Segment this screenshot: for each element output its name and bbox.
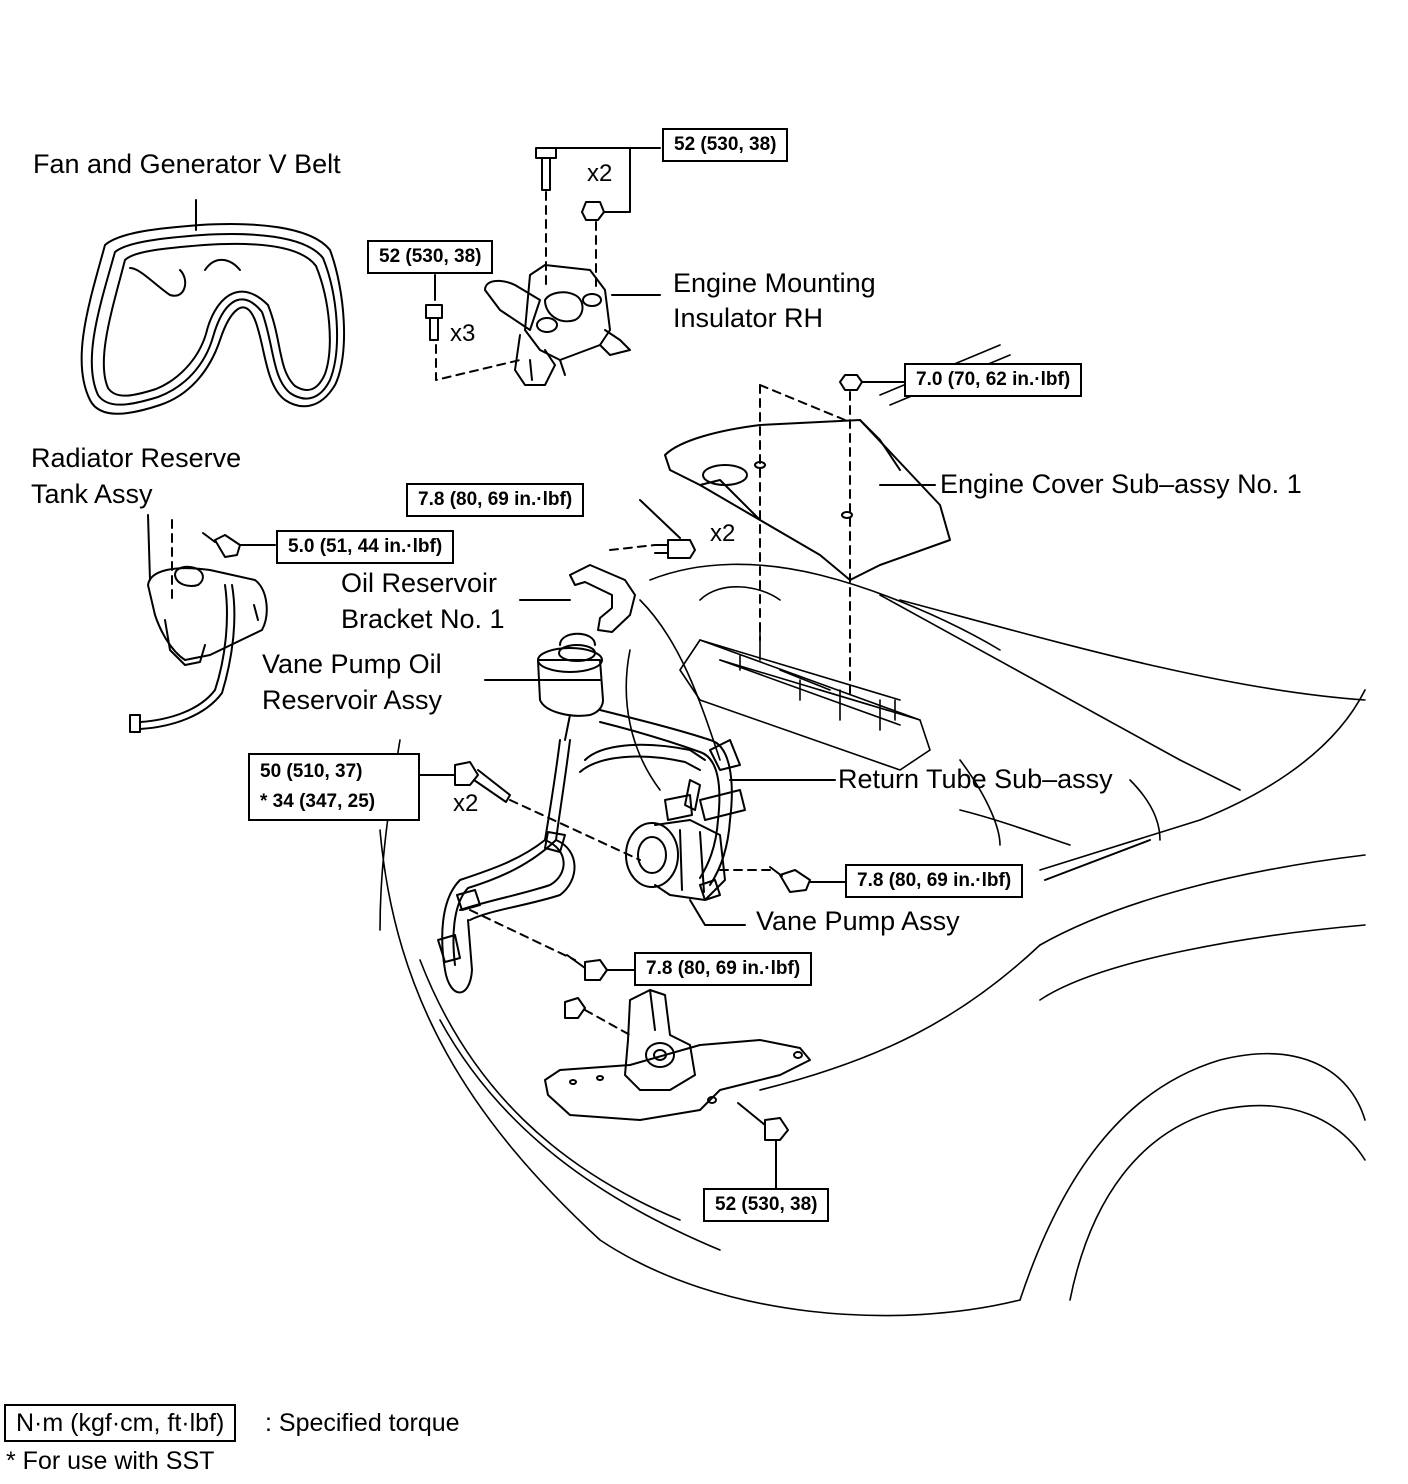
radiator-tank-label-2: Tank Assy bbox=[31, 479, 153, 509]
engine-mounting-insulator bbox=[484, 264, 631, 386]
v-belt bbox=[80, 199, 346, 415]
torque-tank-bolt: 5.0 (51, 44 in.·lbf) bbox=[276, 530, 455, 564]
torque-mount-top: 52 (530, 38) bbox=[662, 128, 789, 162]
torque-pump-bolt: 50 (510, 37) * 34 (347, 25) bbox=[248, 753, 420, 821]
vane-reservoir-label-1: Vane Pump Oil bbox=[262, 649, 442, 679]
torque-return-tube-bolt: 7.8 (80, 69 in.·lbf) bbox=[845, 864, 1024, 898]
torque-bottom-bolt: 52 (530, 38) bbox=[703, 1188, 830, 1222]
torque-lower-bolt: 7.8 (80, 69 in.·lbf) bbox=[634, 952, 813, 986]
qty-pump: x2 bbox=[453, 790, 479, 817]
torque-mount-left: 52 (530, 38) bbox=[367, 240, 494, 274]
vane-pump bbox=[625, 794, 846, 926]
qty-mount-top: x2 bbox=[587, 160, 613, 187]
qty-mount-left: x3 bbox=[450, 320, 476, 347]
hoses bbox=[437, 709, 831, 994]
oil-bracket-label-2: Bracket No. 1 bbox=[341, 604, 505, 634]
return-tube-label: Return Tube Sub–assy bbox=[838, 764, 1113, 794]
fan-belt-label: Fan and Generator V Belt bbox=[33, 149, 341, 179]
torque-bracket-bolt: 7.8 (80, 69 in.·lbf) bbox=[406, 483, 585, 517]
radiator-reserve-tank bbox=[129, 514, 276, 733]
engine-cover-label: Engine Cover Sub–assy No. 1 bbox=[940, 469, 1302, 499]
oil-bracket-label-1: Oil Reservoir bbox=[341, 568, 498, 598]
qty-bracket: x2 bbox=[710, 520, 736, 547]
vane-pump-oil-reservoir bbox=[484, 632, 604, 741]
oil-reservoir-bracket bbox=[519, 499, 696, 633]
torque-pump-bolt-line2: * 34 (347, 25) bbox=[260, 791, 376, 812]
legend-unit-box: N·m (kgf·cm, ft·lbf) bbox=[4, 1404, 237, 1442]
mount-bolts bbox=[425, 147, 661, 381]
vane-pump-label: Vane Pump Assy bbox=[756, 906, 960, 936]
torque-cover-nut: 7.0 (70, 62 in.·lbf) bbox=[904, 363, 1083, 397]
engine-mount-label-1: Engine Mounting bbox=[673, 268, 876, 298]
torque-pump-bolt-line1: 50 (510, 37) bbox=[260, 761, 363, 782]
engine-cover bbox=[664, 374, 951, 701]
leader-lines bbox=[729, 779, 1151, 881]
engine-mount-label-2: Insulator RH bbox=[673, 303, 824, 333]
vane-reservoir-label-2: Reservoir Assy bbox=[262, 685, 443, 715]
radiator-tank-label-1: Radiator Reserve bbox=[31, 443, 242, 473]
pump-bolt bbox=[419, 761, 641, 861]
engine-head bbox=[679, 629, 931, 771]
legend-sst-note: * For use with SST bbox=[6, 1447, 215, 1475]
lower-mount-bracket bbox=[544, 989, 811, 1121]
legend-unit-desc: : Specified torque bbox=[265, 1409, 460, 1437]
